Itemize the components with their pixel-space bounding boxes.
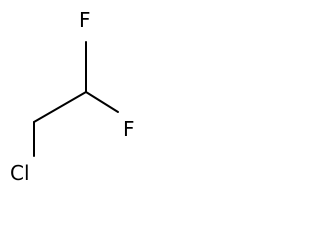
atom-label-f-top: F (79, 8, 91, 32)
bond-c1-f-right (85, 91, 119, 113)
atom-label-cl: Cl (10, 161, 30, 185)
atom-label-f-right: F (123, 117, 135, 141)
bond-c1-c2 (33, 91, 87, 123)
molecule-structure: F F Cl (10, 8, 135, 185)
